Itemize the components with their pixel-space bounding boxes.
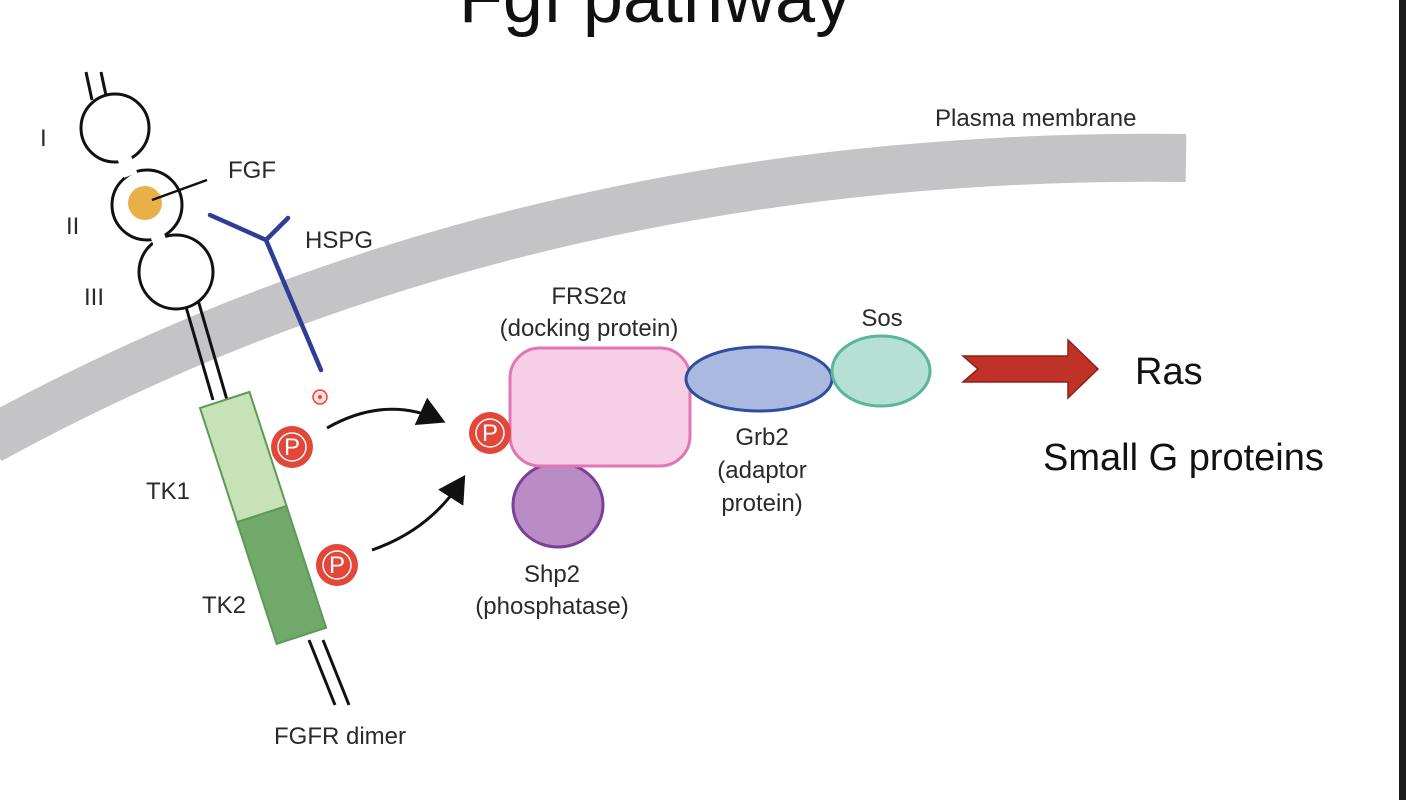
small-g-proteins-label: Small G proteins	[1043, 437, 1324, 479]
fgfr-dimer-label: FGFR dimer	[274, 723, 406, 750]
plasma-membrane-label: Plasma membrane	[935, 105, 1136, 132]
frs2-label-line2: (docking protein)	[500, 315, 679, 342]
arrow-tk1-to-frs2	[326, 397, 446, 430]
phospho-tk1: P	[271, 426, 313, 468]
svg-text:P: P	[284, 434, 300, 461]
slide-border	[1399, 0, 1406, 800]
svg-text:P: P	[482, 420, 498, 447]
shp2-label-line2: (phosphatase)	[475, 593, 628, 620]
sos-label: Sos	[861, 305, 902, 332]
fgf-pointer	[151, 178, 208, 202]
fgf-ligand	[128, 186, 162, 220]
phospho-tk2: P	[316, 544, 358, 586]
ig-domain-3	[137, 233, 215, 311]
tk1-label: TK1	[146, 478, 190, 505]
arrow-tk2-to-frs2	[371, 474, 466, 552]
tk2-domain	[235, 504, 328, 646]
frs2-protein	[508, 346, 692, 468]
grb2-label-line2: (adaptor	[717, 457, 806, 484]
grb2-label-line1: Grb2	[735, 424, 788, 451]
grb2-label-line3: protein)	[721, 490, 802, 517]
frs2-label-line1: FRS2α	[551, 283, 626, 310]
phospho-frs2: P	[469, 412, 511, 454]
slide-title: Fgf pathway	[459, 0, 851, 38]
fgf-label: FGF	[228, 157, 276, 184]
ras-label: Ras	[1135, 351, 1203, 393]
svg-text:P: P	[329, 552, 345, 579]
ras-arrow	[960, 338, 1100, 400]
sos-protein	[830, 334, 932, 408]
grb2-protein	[684, 345, 834, 413]
hspg-molecule	[207, 212, 324, 373]
fgfr-stalk	[84, 71, 351, 706]
hspg-label: HSPG	[305, 227, 373, 254]
domain-3-label: III	[84, 284, 104, 311]
plasma-membrane	[0, 133, 1187, 462]
domain-2-label: II	[66, 213, 79, 240]
domain-1-label: I	[40, 125, 47, 152]
tk2-label: TK2	[202, 592, 246, 619]
shp2-protein	[511, 461, 605, 549]
ig-domain-1	[79, 92, 151, 164]
shp2-label-line1: Shp2	[524, 561, 580, 588]
